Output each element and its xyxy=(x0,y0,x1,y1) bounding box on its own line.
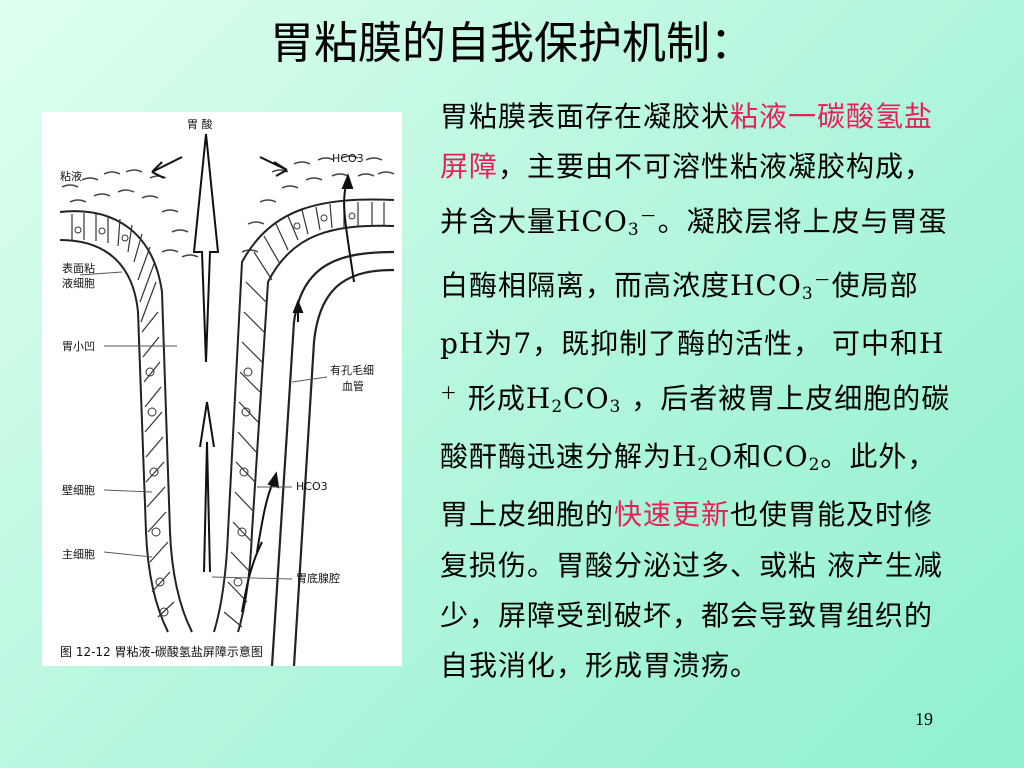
text-segment: O和CO xyxy=(709,440,809,474)
page-number: 19 xyxy=(915,709,933,729)
superscript: － xyxy=(813,270,832,291)
label-gland-lumen: 胃底腺腔 xyxy=(296,571,340,585)
superscript: ＋ xyxy=(440,384,458,405)
highlight-renewal: 快速更新 xyxy=(614,498,731,532)
acid-arrows xyxy=(151,133,288,573)
barrier-diagram: 胃 酸 粘液 HCO3 表面粘 液细胞 胃小凹 有孔毛细 血管 壁细胞 HCO3… xyxy=(59,117,395,666)
text-segment: 也使胃能及时修复损伤。胃酸分泌过多、或粘 液产生减少，屏障受到破坏，都会导致胃组… xyxy=(440,498,943,683)
label-parietal-cell: 壁细胞 xyxy=(62,483,95,497)
highlight-barrier: 粘液一碳酸氢盐屏障 xyxy=(440,100,934,184)
text-segment: 。此外，胃上皮细胞的 xyxy=(440,440,937,532)
label-capillary-2: 血管 xyxy=(342,379,364,393)
formula-hco: HCO xyxy=(730,268,802,302)
cell-nuclei xyxy=(74,212,356,617)
subscript: 2 xyxy=(551,397,564,418)
label-mucus: 粘液 xyxy=(60,169,82,183)
formula-co: CO xyxy=(563,382,610,416)
label-leaders xyxy=(79,271,328,580)
text-segment: 胃粘膜表面存在凝胶状 xyxy=(440,100,731,133)
label-capillary-1: 有孔毛细 xyxy=(330,363,374,377)
capillary-wall xyxy=(270,250,395,666)
superscript: － xyxy=(639,207,658,228)
body-paragraph: 胃粘膜表面存在凝胶状粘液一碳酸氢盐屏障，主要由不可溶性粘液凝胶构成，并含大量HC… xyxy=(440,92,960,691)
label-hco3-top: HCO3 xyxy=(332,152,364,165)
text-segment: 。凝胶层将上皮与胃蛋白酶相隔离，而高浓度 xyxy=(440,205,948,302)
figure-caption: 图 12-12 胃粘液-碳酸氢盐屏障示意图 xyxy=(60,644,263,659)
subscript: 3 xyxy=(801,283,814,304)
label-surface-cell-1: 表面粘 xyxy=(62,261,95,275)
text-segment: ，主要由不可溶性粘液凝胶构成，并含大量 xyxy=(440,150,934,239)
subscript: 2 xyxy=(697,455,710,476)
subscript: 2 xyxy=(808,455,821,476)
mucus-barrier-figure: 胃 酸 粘液 HCO3 表面粘 液细胞 胃小凹 有孔毛细 血管 壁细胞 HCO3… xyxy=(42,112,402,666)
subscript: 3 xyxy=(609,397,622,418)
label-chief-cell: 主细胞 xyxy=(62,548,95,561)
hco3-arrows xyxy=(241,173,355,613)
text-segment: ，后者被胃上皮细胞的碳酸酐酶迅速分解为H xyxy=(440,382,951,474)
epithelial-cells xyxy=(71,202,385,628)
text-segment: 使局部pH为7，既抑制了酶的活性， 可中和H xyxy=(440,268,945,360)
formula-hco: HCO xyxy=(556,205,628,239)
label-surface-cell-2: 液细胞 xyxy=(62,276,95,290)
label-gastric-pit: 胃小凹 xyxy=(62,340,95,353)
subscript: 3 xyxy=(627,220,640,241)
label-hco3-mid: HCO3 xyxy=(296,480,328,493)
text-segment: 形成H xyxy=(458,382,552,416)
label-gastric-acid: 胃 酸 xyxy=(187,117,213,131)
page-title: 胃粘膜的自我保护机制： xyxy=(270,18,754,69)
